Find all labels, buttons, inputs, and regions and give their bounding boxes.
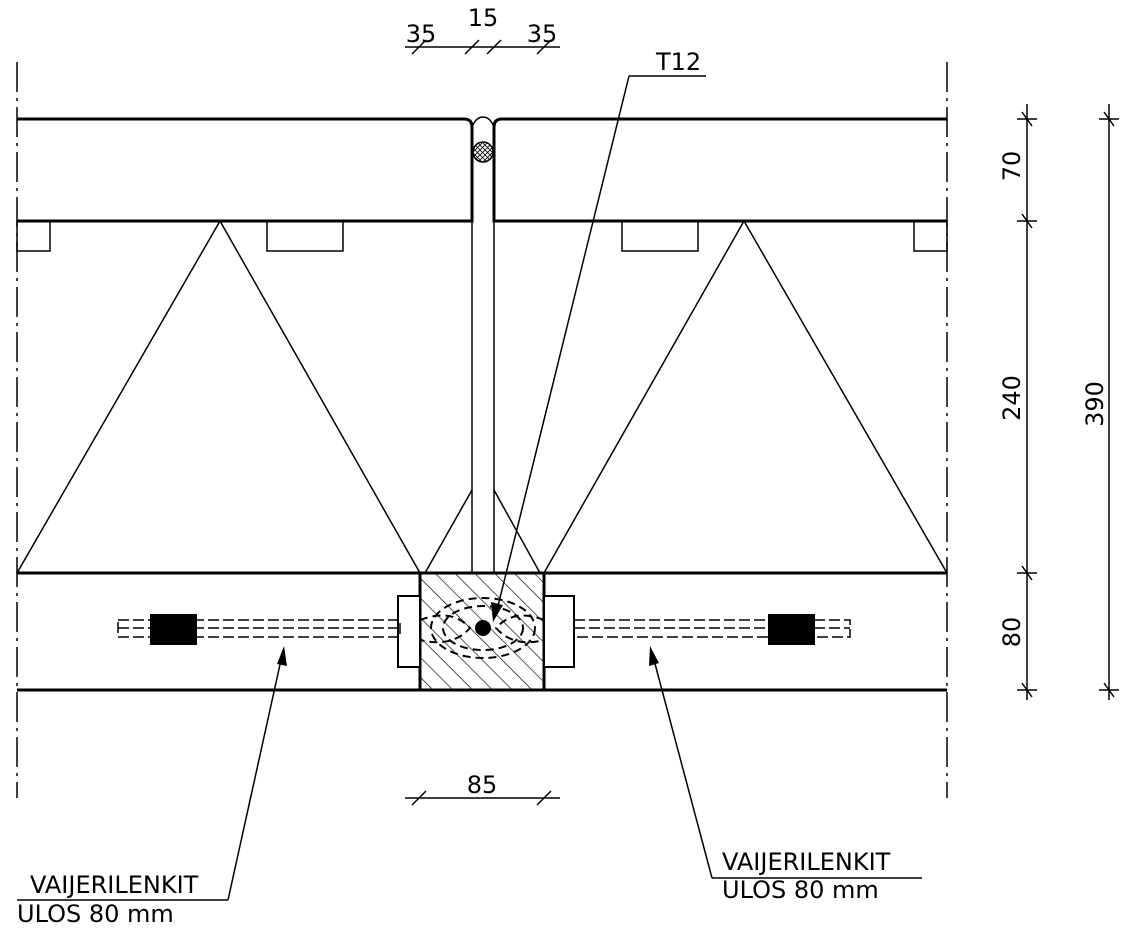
right-key-plate [543,595,575,668]
right-dimension-chain: 70 240 80 [998,104,1037,700]
top-dimension-chain: 35 15 35 [405,4,560,55]
t12-rebar [475,620,491,636]
left-callout-line1: VAIJERILENKIT [30,871,199,899]
joint-chamfer-left [424,489,473,574]
left-callout-line2: ULOS 80 mm [17,900,174,928]
dim-top-right: 35 [527,20,558,48]
left-lower-slab-outline [17,571,422,692]
left-loop-anchor [150,614,197,645]
dim-right-total: 390 [1081,381,1109,427]
left-recess-1 [16,220,51,252]
right-recess-1 [621,220,699,252]
right-loop-anchor [768,614,815,645]
left-wire-loop-callout: VAIJERILENKIT ULOS 80 mm [17,646,287,928]
left-key-plate [397,595,421,668]
right-web-triangle-outer [543,219,948,574]
joint-top-notch [471,116,495,128]
left-topping-outline [17,117,474,223]
dim-right-top: 70 [998,151,1026,182]
right-recess-2 [913,220,948,252]
t12-label: T12 [655,48,701,76]
dim-top-left: 35 [406,20,437,48]
right-lower-slab-outline [542,571,947,692]
t12-leader: T12 [491,48,706,622]
right-wire-loop-bundle [573,614,851,645]
right-topping-outline [492,117,947,223]
dim-bottom-joint: 85 [467,771,498,799]
left-wire-loop-bundle [117,614,401,645]
right-wire-loop-callout: VAIJERILENKIT ULOS 80 mm [649,646,922,904]
right-callout-line2: ULOS 80 mm [722,876,879,904]
left-web-triangle-outer [16,219,421,574]
dim-right-middle: 240 [998,375,1026,421]
dim-right-bottom: 80 [998,617,1026,648]
wire-loops-in-joint [419,597,545,659]
right-callout-line1: VAIJERILENKIT [722,848,891,876]
bottom-dimension: 85 [405,771,560,806]
dim-top-middle: 15 [468,4,499,32]
sealing-strip [472,141,494,163]
left-recess-2 [266,220,344,252]
overall-dimension: 390 [1081,104,1119,700]
